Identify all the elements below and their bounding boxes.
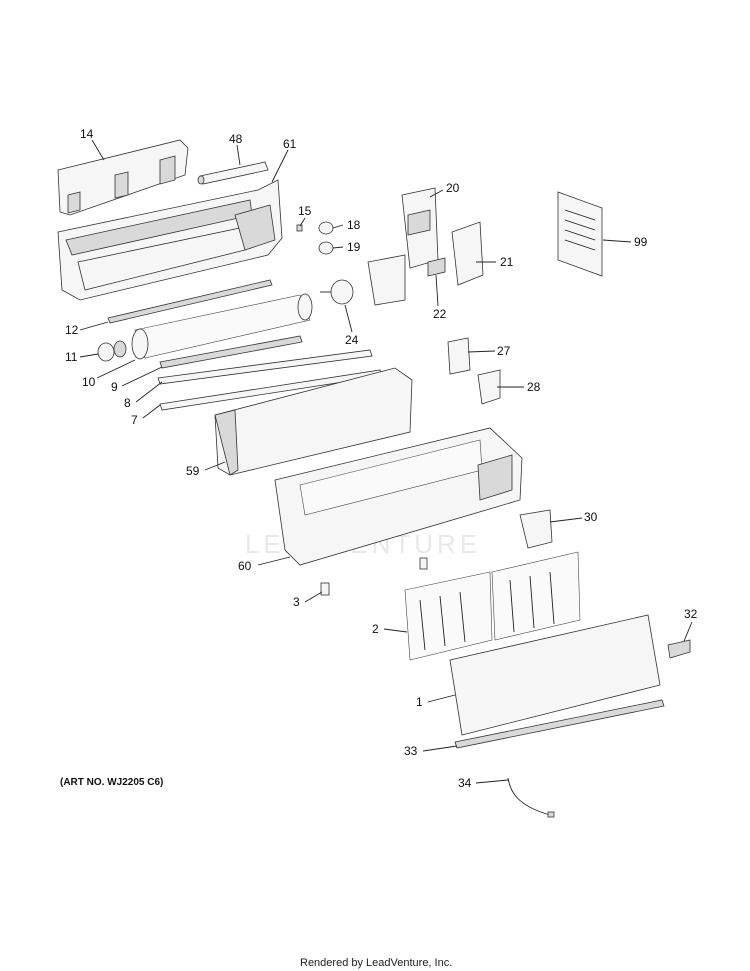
part-99-owners-manual[interactable] (557, 191, 603, 277)
part-8-rail[interactable] (157, 349, 373, 385)
label-24[interactable]: 24 (345, 333, 359, 347)
part-12-rail[interactable] (107, 279, 273, 324)
part-28-bracket[interactable] (477, 369, 501, 405)
footer-credit: Rendered by LeadVenture, Inc. (300, 957, 452, 969)
part-20-control-box[interactable] (401, 187, 439, 269)
part-9-louver-links[interactable] (159, 335, 303, 369)
part-19-knob[interactable] (318, 241, 334, 255)
label-27[interactable]: 27 (497, 344, 511, 358)
label-3[interactable]: 3 (293, 595, 300, 609)
part-labels: 14 48 61 15 18 19 20 21 22 24 99 12 11 1… (65, 127, 698, 790)
part-30-bracket[interactable] (519, 509, 553, 549)
part-59-evaporator[interactable] (214, 367, 413, 476)
label-21[interactable]: 21 (500, 255, 514, 269)
part-18-knob[interactable] (318, 221, 334, 235)
part-27-bracket[interactable] (447, 337, 471, 375)
art-number: (ART NO. WJ2205 C6) (60, 777, 163, 788)
label-8[interactable]: 8 (124, 396, 131, 410)
label-11[interactable]: 11 (65, 350, 78, 364)
label-99[interactable]: 99 (634, 235, 648, 249)
label-14[interactable]: 14 (80, 127, 94, 141)
label-7[interactable]: 7 (131, 413, 138, 427)
label-28[interactable]: 28 (527, 380, 541, 394)
label-59[interactable]: 59 (186, 464, 200, 478)
label-10[interactable]: 10 (82, 375, 96, 389)
label-18[interactable]: 18 (347, 218, 361, 232)
part-1-front-panel[interactable] (449, 614, 661, 736)
part-60-front-frame[interactable] (274, 427, 523, 566)
part-21-control-board[interactable] (451, 221, 484, 286)
leader-lines (79, 139, 693, 784)
part-34-cable[interactable] (507, 777, 555, 818)
part-32-display-cover[interactable] (667, 639, 691, 659)
part-3-clip[interactable] (320, 582, 330, 596)
part-11-bearing[interactable] (97, 340, 127, 362)
label-33[interactable]: 33 (404, 744, 418, 758)
label-2[interactable]: 2 (372, 622, 379, 636)
part-48-drain-tube[interactable] (197, 161, 269, 185)
label-12[interactable]: 12 (65, 323, 79, 337)
label-9[interactable]: 9 (111, 380, 118, 394)
part-61-chassis[interactable] (57, 179, 283, 301)
part-2-air-filters[interactable] (404, 551, 581, 661)
label-34[interactable]: 34 (458, 776, 472, 790)
label-22[interactable]: 22 (433, 307, 447, 321)
label-30[interactable]: 30 (584, 510, 598, 524)
part-10-blower-wheel[interactable] (131, 293, 313, 360)
label-61[interactable]: 61 (283, 137, 297, 151)
small-clip[interactable] (419, 557, 428, 570)
part-24-fan-motor[interactable] (320, 279, 354, 305)
label-48[interactable]: 48 (229, 132, 243, 146)
part-14-mounting-plate[interactable] (57, 139, 189, 216)
label-32[interactable]: 32 (684, 607, 698, 621)
label-20[interactable]: 20 (446, 181, 460, 195)
label-1[interactable]: 1 (416, 695, 423, 709)
label-19[interactable]: 19 (347, 240, 361, 254)
label-15[interactable]: 15 (298, 204, 312, 218)
part-15-screw[interactable] (296, 224, 303, 232)
label-60[interactable]: 60 (238, 559, 252, 573)
part-22-terminal-block[interactable] (367, 254, 446, 306)
